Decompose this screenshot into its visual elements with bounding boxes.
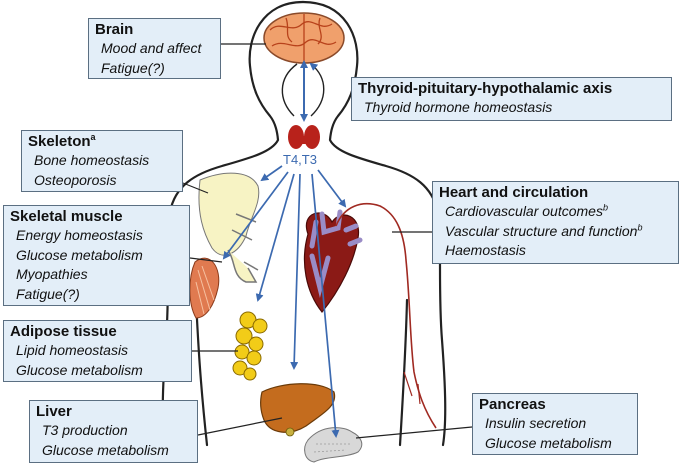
heart-item: Vascular structure and functionb [439,222,672,242]
heart-item: Haemostasis [439,241,672,261]
skeleton-title-sup: a [90,132,96,142]
connector-lines [182,43,473,439]
pancreas-organ [304,427,363,463]
skeleton-title-text: Skeleton [28,133,91,150]
pancreas-item: Glucose metabolism [485,434,612,451]
muscle-item: Glucose metabolism [16,246,143,263]
skeleton-item: Bone homeostasis [34,152,150,168]
axis-title: Thyroid-pituitary-hypothalamic axis [358,80,613,97]
blood-vessel-branch [403,371,421,405]
brain-organ [263,12,345,64]
heart-item-sup: b [602,202,608,213]
muscle-organ [189,257,220,319]
pancreas-box: Pancreas Insulin secretion Glucose metab… [472,393,638,455]
liver-item: T3 production [42,422,128,438]
pancreas-title: Pancreas [479,396,546,413]
brain-title: Brain [95,21,134,38]
adipose-item: Lipid homeostasis [16,342,129,358]
liver-title: Liver [36,403,72,420]
axis-feedback-loop [281,64,325,117]
heart-organ [303,209,363,313]
axis-item: Thyroid hormone homeostasis [364,99,553,115]
blood-vessel [335,202,437,429]
muscle-title: Skeletal muscle [10,208,123,225]
heart-box: Heart and circulation Cardiovascular out… [432,181,679,264]
brain-box: Brain Mood and affect Fatigue(?) [88,18,221,79]
thyroid-organ [288,125,320,149]
muscle-box: Skeletal muscle Energy homeostasis Gluco… [3,205,190,306]
adipose-organ [232,311,268,381]
adipose-title: Adipose tissue [10,323,117,340]
heart-item-sup: b [637,221,643,232]
hormone-label: T4,T3 [283,152,317,167]
muscle-item: Fatigue(?) [16,285,80,302]
skeleton-item: Osteoporosis [34,171,117,188]
heart-item-text: Haemostasis [445,242,526,258]
brain-item: Mood and affect [101,40,202,56]
adipose-item: Glucose metabolism [16,361,143,378]
liver-box: Liver T3 production Glucose metabolism [29,400,198,463]
heart-item-text: Vascular structure and function [445,222,638,239]
heart-item-text: Cardiovascular outcomes [445,203,603,219]
skeleton-title: Skeletona [28,133,176,151]
liver-organ [260,383,336,437]
adipose-box: Adipose tissue Lipid homeostasis Glucose… [3,320,192,382]
skeleton-box: Skeletona Bone homeostasis Osteoporosis [21,130,183,192]
brain-item: Fatigue(?) [101,59,165,76]
muscle-item: Energy homeostasis [16,227,143,243]
heart-title: Heart and circulation [439,184,589,201]
liver-item: Glucose metabolism [42,441,169,458]
heart-item: Cardiovascular outcomesb [439,202,672,222]
hormone-arrows [222,165,347,438]
pancreas-item: Insulin secretion [485,415,587,431]
axis-box: Thyroid-pituitary-hypothalamic axis Thyr… [351,77,672,121]
muscle-item: Myopathies [16,266,88,282]
